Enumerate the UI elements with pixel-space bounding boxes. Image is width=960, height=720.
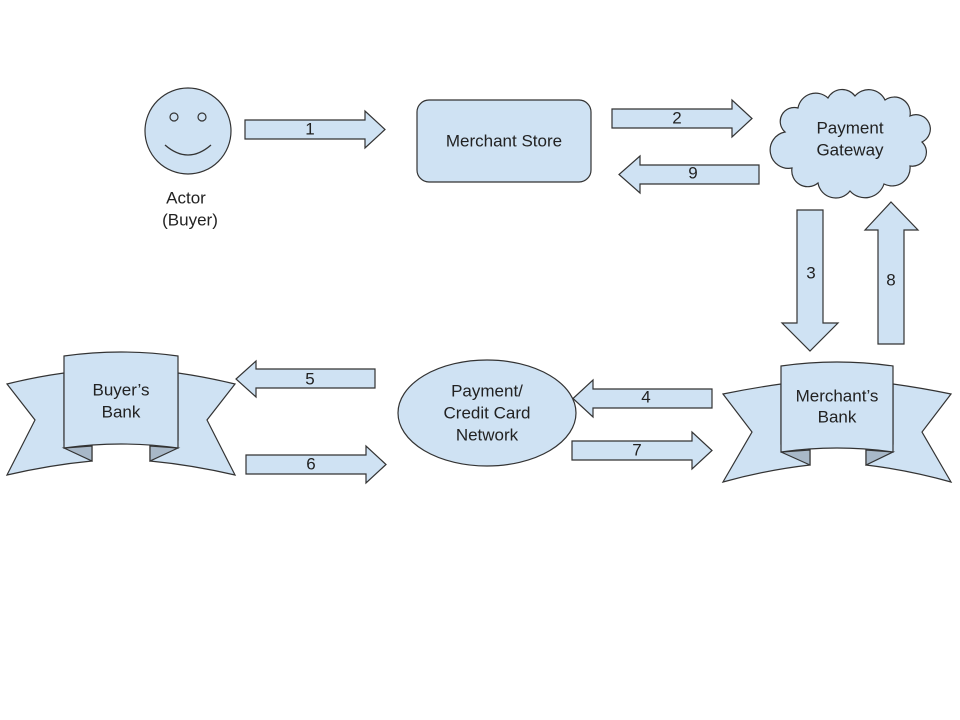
- buyers-bank-label-1: Buyer’s: [92, 380, 149, 399]
- arrow-5-label: 5: [305, 369, 314, 388]
- arrow-8-label: 8: [886, 270, 895, 289]
- arrow-2: 2: [611, 98, 753, 139]
- actor-sublabel: (Buyer): [162, 210, 218, 229]
- arrow-6-label: 6: [306, 454, 315, 473]
- arrow-7: 7: [571, 430, 713, 471]
- arrow-4-label: 4: [641, 387, 650, 406]
- network-node: Payment/ Credit Card Network: [397, 359, 577, 467]
- actor-label: Actor: [166, 188, 206, 207]
- network-label-2: Credit Card: [444, 403, 531, 422]
- arrow-7-label: 7: [632, 440, 641, 459]
- smiley-face-icon: [144, 87, 232, 175]
- arrow-1: 1: [244, 109, 386, 150]
- network-label-1: Payment/: [451, 381, 523, 400]
- arrow-5: 5: [235, 359, 376, 399]
- merchant-store-node: Merchant Store: [416, 99, 592, 183]
- actor-node: Actor (Buyer): [144, 87, 232, 229]
- arrow-6: 6: [245, 444, 387, 485]
- arrow-9: 9: [618, 154, 760, 195]
- merchants-bank-node: Merchant’s Bank: [721, 361, 953, 483]
- merchants-bank-label-1: Merchant’s: [796, 386, 879, 405]
- merchant-store-label: Merchant Store: [446, 131, 562, 150]
- arrow-2-label: 2: [672, 108, 681, 127]
- payment-gateway-label-1: Payment: [816, 118, 883, 137]
- merchants-bank-label-2: Bank: [818, 407, 857, 426]
- arrow-8: 8: [863, 201, 920, 345]
- arrow-9-label: 9: [688, 163, 697, 182]
- payment-gateway-node: Payment Gateway: [769, 88, 931, 199]
- network-label-3: Network: [456, 425, 519, 444]
- buyers-bank-node: Buyer’s Bank: [5, 351, 237, 476]
- arrow-3: 3: [780, 209, 840, 352]
- arrow-3-label: 3: [806, 263, 815, 282]
- arrow-1-label: 1: [305, 119, 314, 138]
- arrow-4: 4: [572, 378, 713, 419]
- payment-gateway-label-2: Gateway: [816, 140, 884, 159]
- buyers-bank-label-2: Bank: [102, 402, 141, 421]
